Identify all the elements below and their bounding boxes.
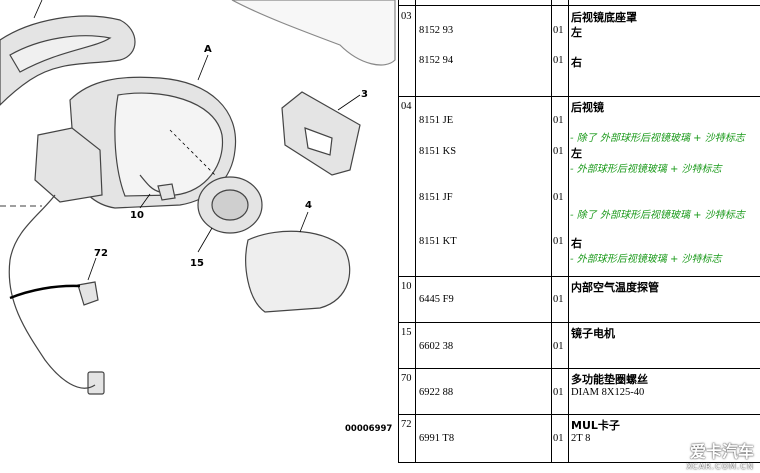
callout-10: 10 [130,210,144,221]
part-note: - 除了 外部球形后视镜玻璃 + 沙特标志 [570,133,745,144]
part-code: 6445 F9 [419,294,454,305]
quantity: 01 [553,55,564,66]
part-code: 6602 38 [419,341,454,352]
leader-10 [139,193,151,209]
cable-connector [87,371,105,395]
quantity: 01 [553,146,564,157]
mirror-base [34,127,103,203]
part-note: - 除了 外部球形后视镜玻璃 + 沙特标志 [570,210,745,221]
quantity: 01 [553,341,564,352]
callout-a: A [204,44,212,55]
wiring-cable [8,194,96,389]
leader-3 [337,94,361,111]
part-label: 左 [571,26,582,39]
mirror-glass-face [114,92,224,197]
clip-stroke [9,284,81,300]
row-line-3 [398,322,760,323]
row-line-5 [398,414,760,415]
leader-15 [197,227,213,253]
col-divider-3 [551,0,552,463]
callout-3: 3 [361,89,368,100]
callout-4: 4 [305,200,312,211]
part-label: 右 [571,56,582,69]
part-72-clip [77,281,99,306]
part-code: 8151 KS [419,146,457,157]
part-code: 8151 JF [419,192,453,203]
exploded-mirror-diagram: A 3 4 10 15 72 00006997 [0,0,396,434]
part-code: 6991 T8 [419,433,455,444]
part-name: MUL卡子 [571,419,620,432]
part-note: - 外部球形后视镜玻璃 + 沙特标志 [570,254,722,265]
part-label: 2T 8 [571,433,591,444]
part-code: 8151 KT [419,236,457,247]
part-code: 8152 93 [419,25,454,36]
part-name: 后视镜底座罩 [571,11,637,24]
quantity: 01 [553,433,564,444]
leader-glass [169,129,216,176]
ref-number: 04 [401,101,412,112]
part-10-sensor [157,183,176,201]
ref-number: 15 [401,327,412,338]
col-divider-4 [568,0,569,463]
row-line-6 [398,462,760,463]
sensor-wire [139,174,161,193]
part-3-bracket-hole [304,127,333,156]
part-label: 右 [571,237,582,250]
watermark-sub: XCAR.COM.CN [686,462,754,471]
col-divider-2 [415,0,416,463]
part-label: 左 [571,147,582,160]
row-line-0 [398,5,760,6]
leader-top [33,0,43,19]
part-name: 后视镜 [571,101,604,114]
quantity: 01 [553,294,564,305]
part-note: - 外部球形后视镜玻璃 + 沙特标志 [570,164,722,175]
site-watermark: 爱卡汽车 XCAR.COM.CN [686,438,754,471]
part-label: DIAM 8X125-40 [571,387,645,398]
quantity: 01 [553,115,564,126]
mirror-cover-inner [9,35,112,73]
ref-number: 10 [401,281,412,292]
quantity: 01 [553,192,564,203]
part-code: 6922 88 [419,387,454,398]
door-outline [231,0,396,66]
part-name: 内部空气温度探管 [571,281,659,294]
leader-a [197,54,209,81]
col-divider-1 [398,0,399,463]
leader-4 [299,211,309,233]
ref-number: 72 [401,419,412,430]
callout-15: 15 [190,258,204,269]
quantity: 01 [553,25,564,36]
leader-72 [87,257,97,281]
row-line-1 [398,96,760,97]
row-line-4 [398,368,760,369]
part-15-motor-core [211,189,249,221]
parts-table: 03 后视镜底座罩 8152 93 01 左 8152 94 01 右 04 后… [398,0,760,473]
row-line-2 [398,276,760,277]
watermark-main: 爱卡汽车 [689,442,754,461]
part-code: 8152 94 [419,55,454,66]
part-name: 多功能垫圈螺丝 [571,373,648,386]
part-code: 8151 JE [419,115,454,126]
part-name: 镜子电机 [571,327,615,340]
ref-number: 70 [401,373,412,384]
quantity: 01 [553,387,564,398]
callout-72: 72 [94,248,108,259]
quantity: 01 [553,236,564,247]
diagram-code: 00006997 [345,424,392,434]
part-4-mirror-glass [245,230,351,313]
ref-number: 03 [401,11,412,22]
